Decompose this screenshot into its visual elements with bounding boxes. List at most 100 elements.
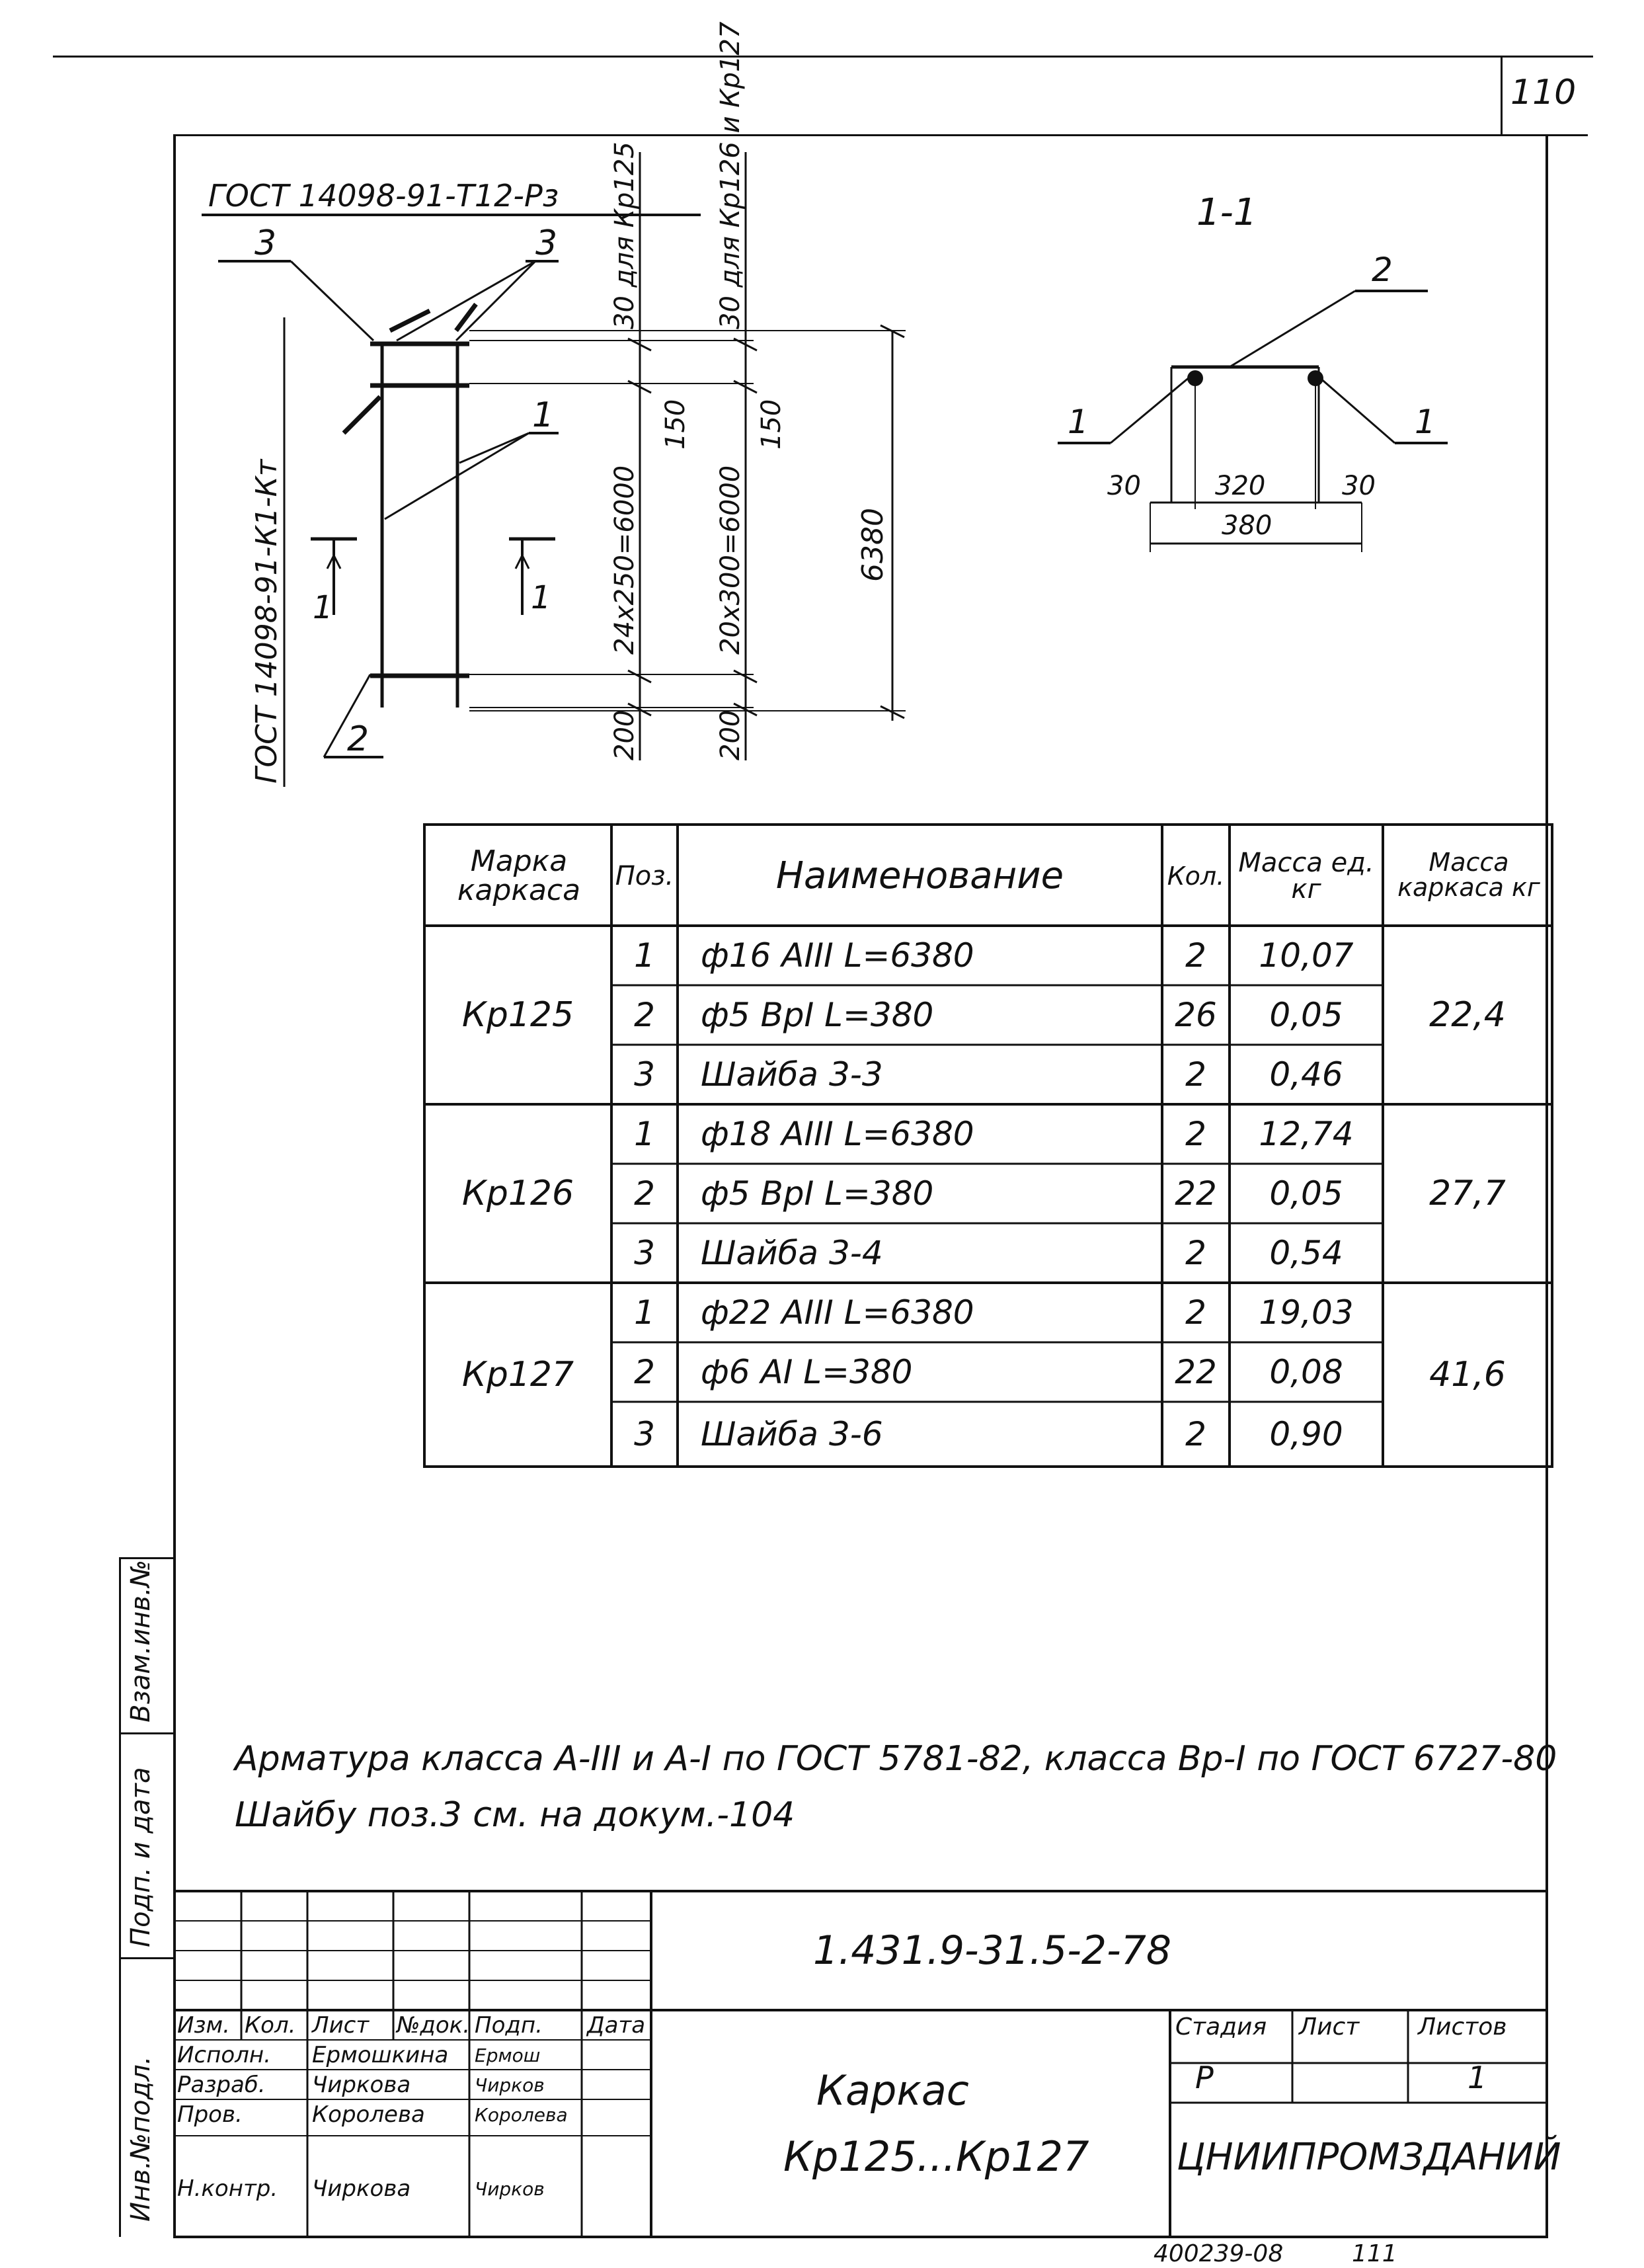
- group-total: 22,4: [1429, 995, 1506, 1035]
- row-pos: 1: [634, 1293, 655, 1332]
- group-mark: Кр125: [461, 995, 574, 1035]
- section-dim-380: 380: [1222, 510, 1272, 541]
- section-dim-320: 320: [1215, 471, 1265, 501]
- callout-1: 1: [532, 395, 554, 435]
- role-signature: Королева: [475, 2104, 568, 2126]
- dim-30-kr126: 30 для Кр126 и Кр127: [715, 21, 746, 329]
- col-header-podp: Подп.: [475, 2012, 543, 2039]
- hdr-pos: Поз.: [615, 861, 674, 891]
- col-header-data: Дата: [587, 2012, 646, 2039]
- role-name: Ермошкина: [312, 2042, 449, 2068]
- title-line-2: Кр125...Кр127: [783, 2132, 1089, 2181]
- footer-number: 111: [1352, 2240, 1397, 2267]
- row-mass: 19,03: [1259, 1293, 1354, 1332]
- row-name: ф5 ВрI L=380: [701, 1174, 934, 1213]
- row-qty: 22: [1175, 1174, 1217, 1213]
- row-name: ф5 ВрI L=380: [701, 996, 934, 1034]
- title-line-1: Каркас: [816, 2066, 969, 2115]
- gost-top-label: ГОСТ 14098-91-Т12-Рз: [208, 178, 559, 214]
- side-strip-div-3: [119, 1957, 175, 1959]
- row-qty: 2: [1185, 1115, 1206, 1153]
- row-mass: 0,46: [1269, 1055, 1343, 1094]
- side-strip-outer: [119, 1557, 121, 2237]
- frame-top: [173, 134, 1588, 136]
- role-signature: Ермош: [475, 2045, 541, 2066]
- gost-side-label: ГОСТ 14098-91-К1-Кт: [250, 458, 284, 784]
- row-mass: 10,07: [1259, 936, 1354, 975]
- row-pos: 3: [634, 1234, 655, 1272]
- section-marker-left: 1: [313, 589, 333, 626]
- organization: ЦНИИПРОМЗДАНИЙ: [1177, 2136, 1561, 2179]
- dim-150-b: 150: [756, 399, 787, 450]
- frame-right-top: [1501, 56, 1503, 135]
- sheets-value: 1: [1468, 2060, 1487, 2095]
- dim-150-a: 150: [660, 399, 691, 450]
- section-title: 1-1: [1196, 191, 1257, 234]
- row-pos: 2: [634, 1174, 655, 1213]
- dim-24x250: 24х250=6000: [609, 466, 640, 655]
- section-dim-30-right: 30: [1342, 471, 1376, 501]
- note-washer: Шайбу поз.3 см. на докум.-104: [235, 1795, 795, 1835]
- row-mass: 0,05: [1269, 1174, 1343, 1213]
- col-header-izm: Изм.: [177, 2012, 230, 2039]
- top-rule: [53, 56, 1593, 58]
- hdr-name: Наименование: [775, 854, 1064, 897]
- callout-2: 2: [347, 719, 369, 759]
- row-pos: 1: [634, 936, 655, 975]
- row-name: Шайба 3-3: [701, 1055, 883, 1094]
- row-qty: 2: [1185, 1234, 1206, 1272]
- footer-code: 400239-08: [1154, 2240, 1284, 2267]
- row-qty: 26: [1175, 996, 1217, 1034]
- section-callout-2: 2: [1372, 251, 1393, 289]
- stage-value: Р: [1195, 2060, 1214, 2095]
- dim-6380: 6380: [856, 508, 890, 582]
- doc-code: 1.431.9-31.5-2-78: [813, 1927, 1172, 1974]
- row-mass: 0,90: [1269, 1415, 1343, 1453]
- role-name: Чиркова: [312, 2175, 411, 2202]
- frame-right: [1546, 134, 1548, 2237]
- row-pos: 1: [634, 1115, 655, 1153]
- group-total: 41,6: [1429, 1355, 1506, 1395]
- hdr-total-mass: Масса каркаса кг: [1397, 847, 1540, 902]
- section-marker-right: 1: [531, 579, 551, 616]
- sheet-number: 110: [1510, 73, 1577, 112]
- row-mass: 0,54: [1269, 1234, 1343, 1272]
- callout-3-right: 3: [535, 223, 557, 263]
- col-header-list: Лист: [312, 2012, 370, 2039]
- row-name: Шайба 3-4: [701, 1234, 883, 1272]
- row-qty: 2: [1185, 1055, 1206, 1094]
- role-label: Разраб.: [177, 2072, 266, 2098]
- row-name: ф6 АI L=380: [701, 1353, 913, 1391]
- role-name: Королева: [312, 2101, 425, 2128]
- group-mark: Кр126: [461, 1174, 574, 1213]
- callout-3-left: 3: [254, 223, 276, 263]
- side-strip-div-2: [119, 1732, 175, 1734]
- row-qty: 22: [1175, 1353, 1217, 1391]
- role-name: Чиркова: [312, 2072, 411, 2098]
- group-total: 27,7: [1429, 1174, 1506, 1213]
- role-signature: Чирков: [475, 2074, 545, 2096]
- row-pos: 3: [634, 1415, 655, 1453]
- dim-200-b: 200: [715, 710, 746, 760]
- section-callout-1-right: 1: [1415, 403, 1436, 441]
- row-name: ф16 АIII L=6380: [701, 936, 974, 975]
- sheet-label: Лист: [1299, 2013, 1360, 2041]
- row-name: ф18 АIII L=6380: [701, 1115, 974, 1153]
- dim-200-a: 200: [609, 710, 640, 760]
- spec-table: Марка каркаса Поз. Наименование Кол. Мас…: [423, 823, 1553, 1468]
- frame-left: [173, 134, 176, 2237]
- row-qty: 2: [1185, 1415, 1206, 1453]
- row-pos: 2: [634, 996, 655, 1034]
- hdr-mark: Марка каркаса: [457, 844, 581, 907]
- role-label: Н.контр.: [177, 2175, 278, 2202]
- section-dim-30-left: 30: [1107, 471, 1141, 501]
- row-qty: 2: [1185, 936, 1206, 975]
- hdr-unit-mass: Масса ед. кг: [1238, 848, 1374, 905]
- dim-20x300: 20х300=6000: [715, 466, 746, 655]
- role-label: Пров.: [177, 2101, 243, 2128]
- section-callout-1-left: 1: [1068, 403, 1089, 441]
- col-header-kol: Кол.: [245, 2012, 296, 2039]
- side-strip-div-1: [119, 1557, 175, 1559]
- sheets-label: Листов: [1418, 2013, 1507, 2041]
